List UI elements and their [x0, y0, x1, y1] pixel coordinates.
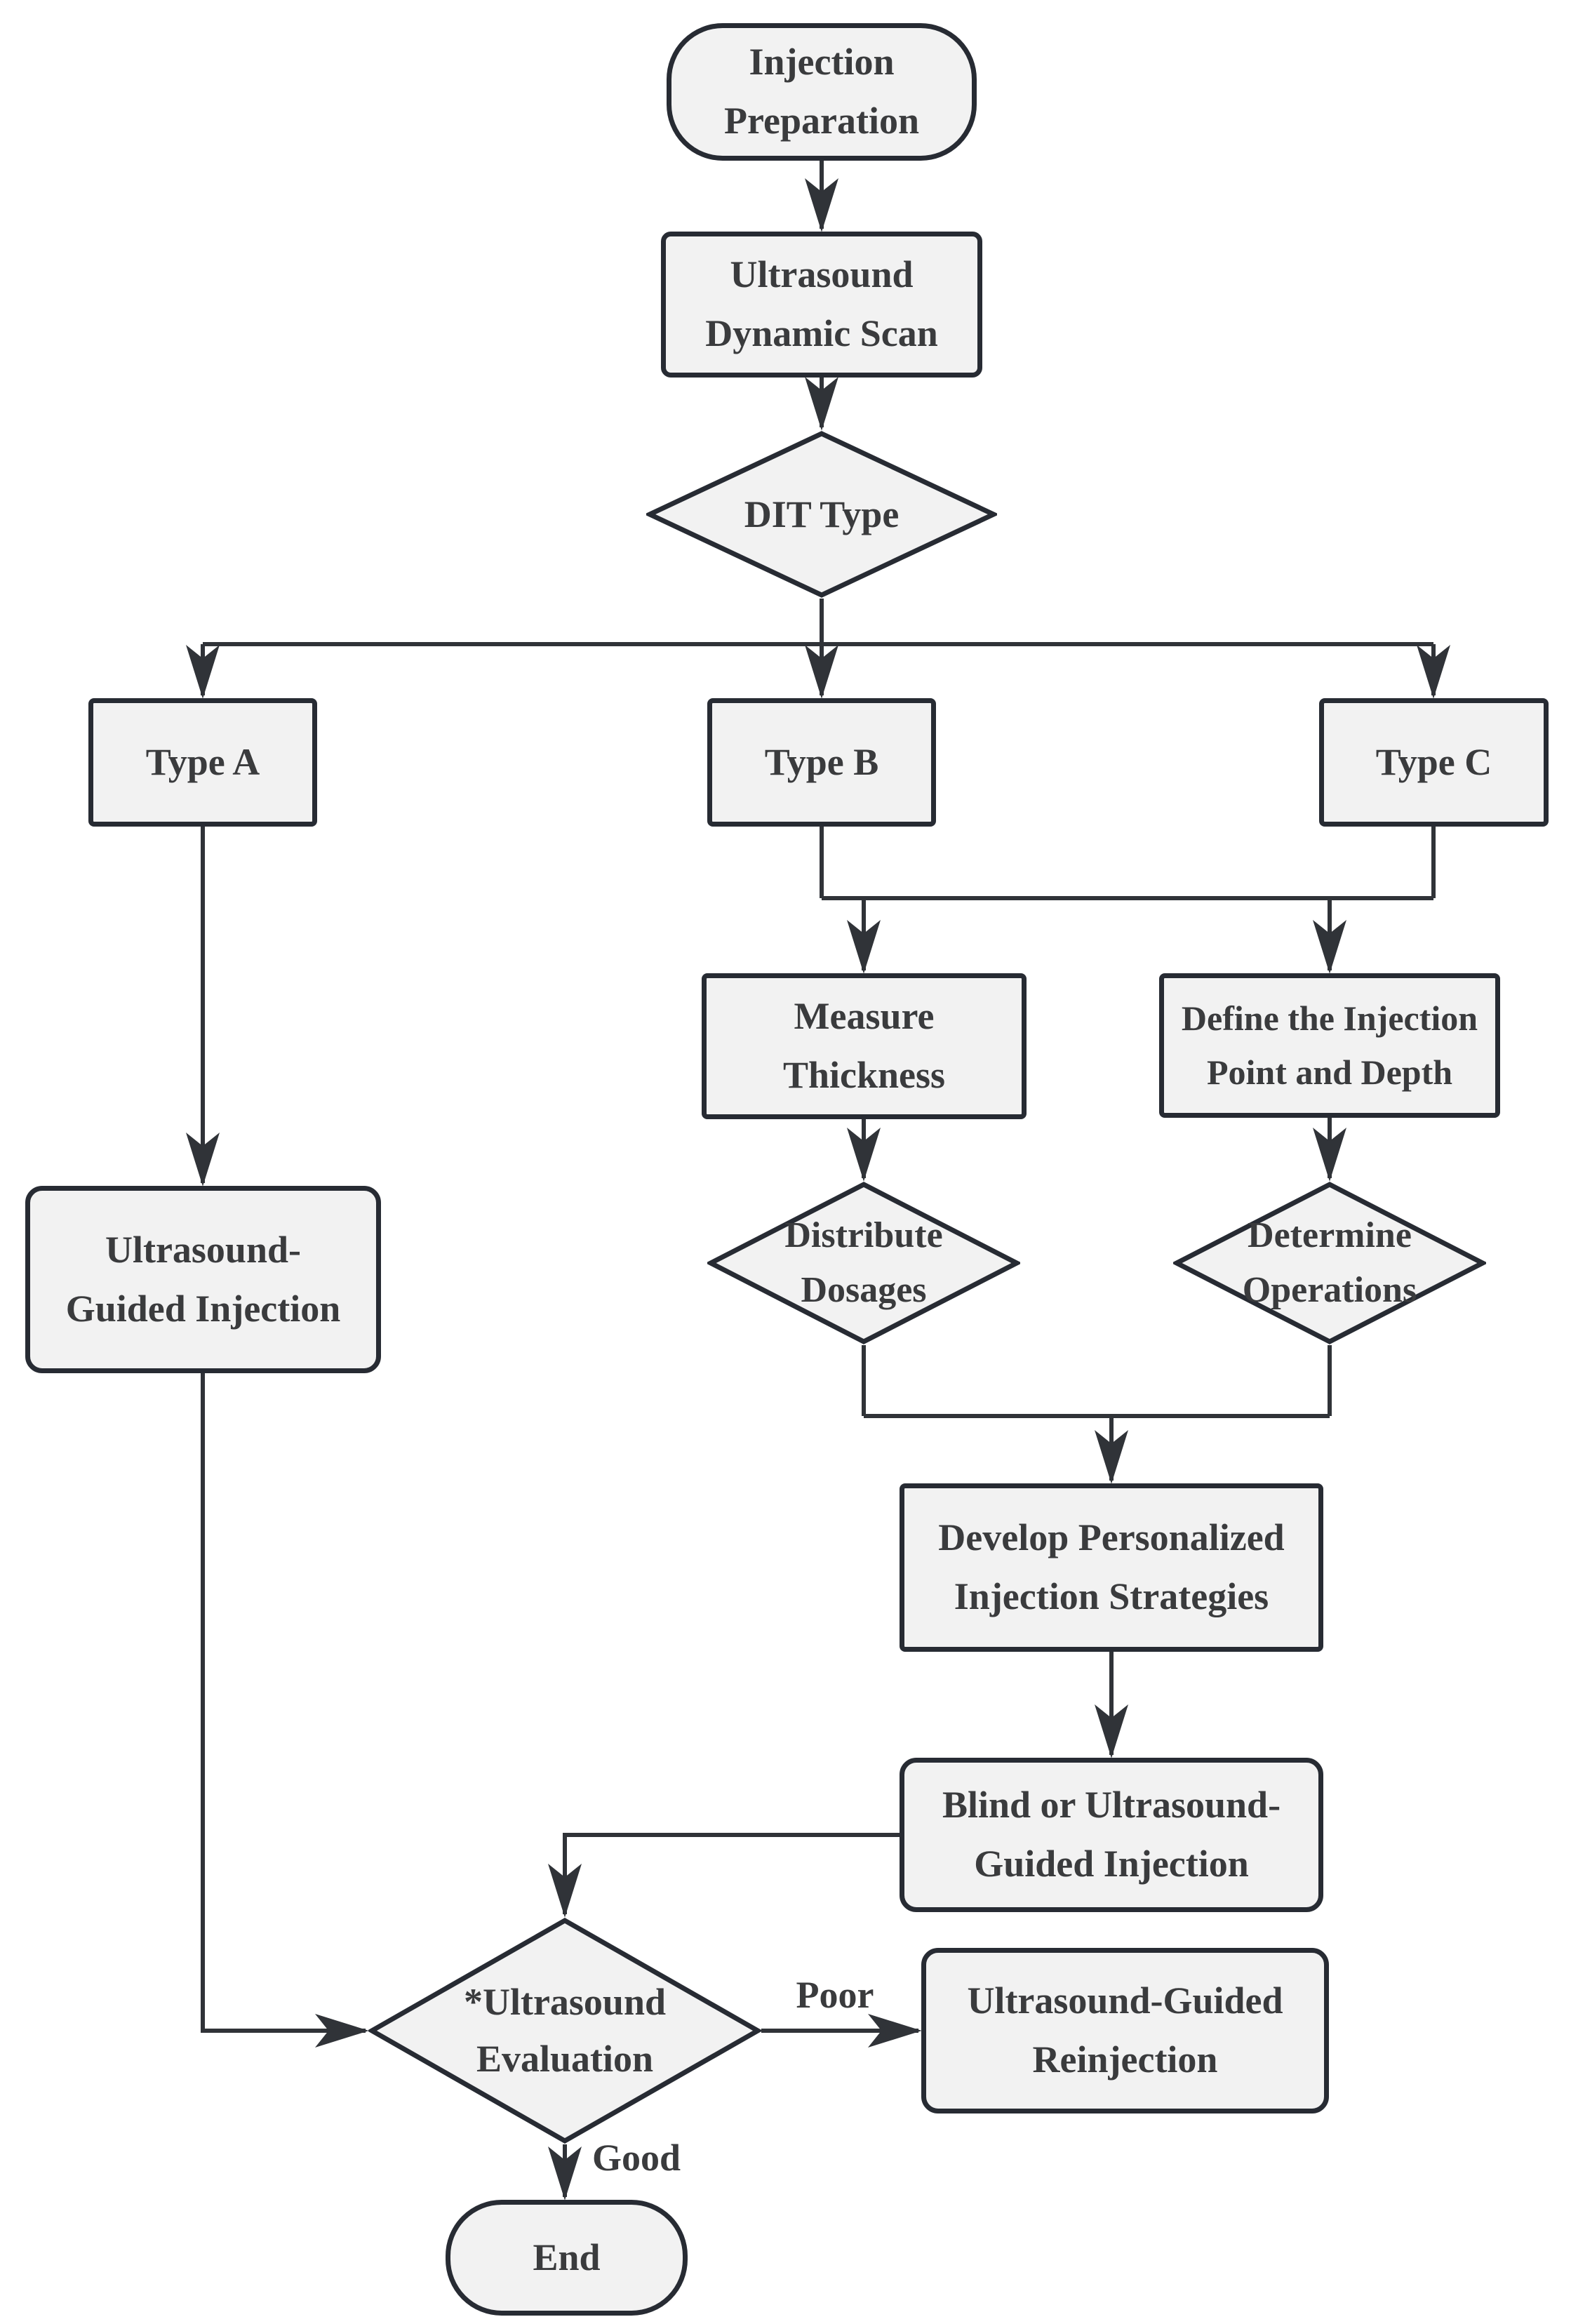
node-label: DIT Type — [744, 493, 900, 535]
node-label: Determine Operations — [1242, 1215, 1417, 1310]
diamond-shape — [707, 1182, 1020, 1344]
edge-usgi-evaluation — [201, 1373, 369, 2048]
node-ultrasound-guided-injection: Ultrasound- Guided Injection — [25, 1186, 381, 1373]
node-label: *Ultrasound Evaluation — [463, 1981, 667, 2080]
node-blind-or-ultrasound-guided-injection: Blind or Ultrasound- Guided Injection — [900, 1758, 1323, 1912]
node-define-injection-point-depth: Define the Injection Point and Depth — [1159, 973, 1500, 1118]
edge-label-good: Good — [591, 2137, 681, 2179]
diamond-shape — [368, 1917, 761, 2144]
diamond-shape — [646, 431, 997, 598]
node-dit-type-decision: DIT Type — [646, 430, 997, 599]
diamond-shape — [1173, 1182, 1486, 1344]
node-measure-thickness: Measure Thickness — [702, 973, 1027, 1119]
node-type-a: Type A — [88, 698, 317, 827]
node-distribute-dosages-decision: Distribute Dosages — [707, 1181, 1020, 1345]
node-type-c: Type C — [1319, 698, 1549, 827]
node-injection-preparation: Injection Preparation — [667, 23, 977, 161]
node-label: Distribute Dosages — [784, 1215, 943, 1310]
edge-blind-evaluation — [548, 1833, 900, 1918]
node-develop-personalized-strategies: Develop Personalized Injection Strategie… — [900, 1483, 1323, 1652]
node-end: End — [446, 2200, 688, 2316]
node-type-b: Type B — [707, 698, 936, 827]
node-ultrasound-guided-reinjection: Ultrasound-Guided Reinjection — [921, 1948, 1329, 2113]
node-ultrasound-evaluation-decision: *Ultrasound Evaluation — [368, 1917, 761, 2144]
edge-label-poor: Poor — [796, 1974, 874, 2016]
node-ultrasound-dynamic-scan: Ultrasound Dynamic Scan — [661, 232, 982, 378]
node-determine-operations-decision: Determine Operations — [1173, 1181, 1486, 1345]
